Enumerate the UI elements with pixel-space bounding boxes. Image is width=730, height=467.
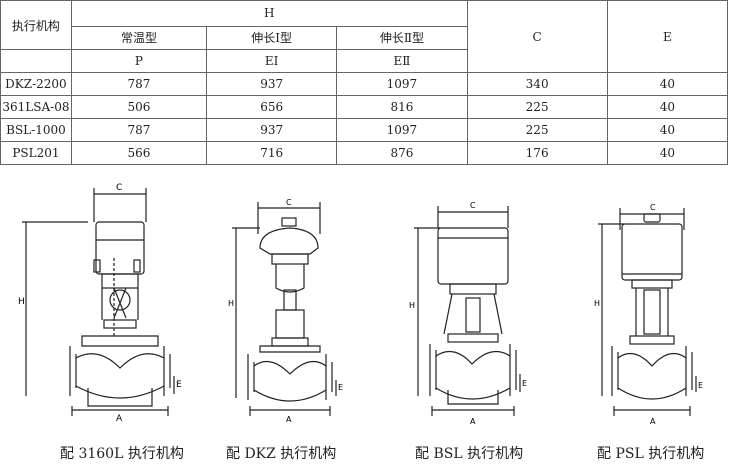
e-header: E	[606, 0, 729, 73]
valve-drawing-bsl: C H E A	[409, 201, 527, 426]
row-e: 40	[606, 95, 729, 119]
valve-drawing-psl: C H E A	[594, 203, 703, 426]
row-e1: 937	[206, 72, 338, 96]
dimension-table: 执行机构 H C E 常温型 伸长Ⅰ型 伸长Ⅱ型 P EⅠ EⅡ DKZ-220…	[0, 0, 729, 165]
label-e: E	[176, 380, 182, 390]
row-c: 340	[466, 72, 608, 96]
row-e2: 816	[336, 95, 468, 119]
table-row: PSL201 566 716 876 176 40	[0, 141, 729, 165]
row-c: 225	[466, 118, 608, 142]
caption-3160l: 配 3160L 执行机构	[60, 446, 184, 462]
row-e2: 876	[336, 141, 468, 165]
subheader-ext1-symbol: EⅠ	[206, 49, 338, 73]
label-e: E	[522, 379, 527, 388]
valve-drawing-dkz: C H E A	[228, 198, 343, 424]
row-model: BSL-1000	[0, 118, 72, 142]
caption-dkz: 配 DKZ 执行机构	[226, 446, 337, 462]
caption-bsl: 配 BSL 执行机构	[415, 446, 524, 462]
label-h: H	[594, 299, 600, 308]
label-e: E	[338, 383, 343, 392]
row-p: 787	[70, 72, 208, 96]
row-e1: 716	[206, 141, 338, 165]
subheader-ext2-symbol: EⅡ	[336, 49, 468, 73]
label-c: C	[470, 201, 476, 210]
header-row-3: P EⅠ EⅡ	[0, 49, 728, 73]
label-c: C	[650, 203, 656, 212]
row-model: DKZ-2200	[0, 72, 72, 96]
valve-drawing-3160l: C H E A	[18, 183, 182, 424]
row-e2: 1097	[336, 118, 468, 142]
h-header: H	[70, 0, 468, 27]
row-e: 40	[606, 118, 729, 142]
table-row: 361LSA-08 506 656 816 225 40	[0, 95, 729, 119]
c-header: C	[466, 0, 608, 73]
row-model: PSL201	[0, 141, 72, 165]
row-p: 566	[70, 141, 208, 165]
subheader-ext2-name: 伸长Ⅱ型	[336, 25, 468, 51]
header-row-1: 执行机构 H C E	[0, 0, 729, 73]
row-e1: 656	[206, 95, 338, 119]
label-h: H	[18, 297, 25, 307]
subheader-normal-name: 常温型	[70, 25, 208, 51]
header-row-2: 常温型 伸长Ⅰ型 伸长Ⅱ型	[1, 25, 728, 51]
label-e: E	[698, 381, 703, 390]
subheader-ext1-name: 伸长Ⅰ型	[206, 25, 338, 51]
row-e1: 937	[206, 118, 338, 142]
label-a: A	[650, 417, 656, 426]
table-row: DKZ-2200 787 937 1097 340 40	[0, 72, 729, 96]
label-a: A	[286, 415, 292, 424]
label-a: A	[116, 414, 123, 424]
row-e: 40	[606, 72, 729, 96]
subheader-normal-symbol: P	[70, 49, 208, 73]
label-c: C	[286, 198, 292, 207]
row-model: 361LSA-08	[0, 95, 72, 119]
label-h: H	[409, 301, 415, 310]
row-p: 787	[70, 118, 208, 142]
label-a: A	[470, 417, 476, 426]
row-e2: 1097	[336, 72, 468, 96]
row-c: 225	[466, 95, 608, 119]
row-c: 176	[466, 141, 608, 165]
row-e: 40	[606, 141, 729, 165]
actuator-header: 执行机构	[0, 0, 72, 50]
caption-psl: 配 PSL 执行机构	[597, 446, 705, 462]
label-c: C	[116, 183, 122, 193]
table-row: BSL-1000 787 937 1097 225 40	[0, 118, 729, 142]
label-h: H	[228, 299, 234, 308]
row-p: 506	[70, 95, 208, 119]
